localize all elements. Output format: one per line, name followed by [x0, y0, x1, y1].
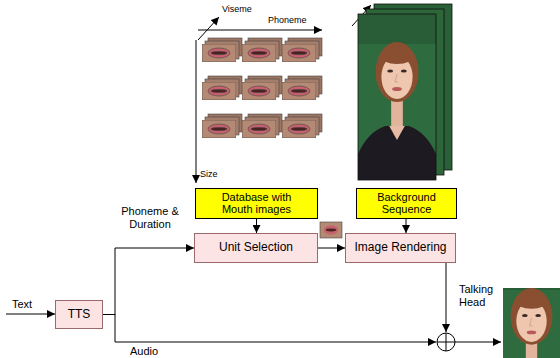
- flow-arrow: [103, 248, 194, 315]
- input-label: Text: [12, 298, 48, 311]
- node-text: Background Sequence: [361, 191, 452, 216]
- signal-wires: [6, 314, 55, 315]
- signal-label: Audio: [130, 345, 174, 358]
- sum-symbol: [437, 333, 455, 351]
- background-frames: [358, 14, 436, 180]
- signal-wires: [115, 314, 436, 342]
- axis-label: Phoneme: [268, 15, 312, 25]
- mouth-image-grid: [198, 30, 322, 31]
- mouth-image-grid: [242, 44, 276, 62]
- process-box: Unit Selection: [194, 233, 318, 263]
- flow-arrow: [318, 248, 345, 249]
- mouth-image-grid: [282, 82, 316, 100]
- background-frames: [352, 4, 452, 180]
- source-box: Background Sequence: [356, 188, 457, 219]
- process-box: Image Rendering: [345, 233, 456, 263]
- flow-arrow: [256, 219, 257, 233]
- sum-symbol: [437, 333, 455, 351]
- mouth-image-grid: [202, 120, 236, 138]
- mouth-image-grid: [196, 17, 322, 183]
- talking-head-image: [494, 262, 560, 358]
- tts-box: TTS: [55, 300, 103, 329]
- selected-mouth-image: [320, 222, 342, 238]
- node-text: TTS: [68, 308, 91, 321]
- node-text: Database with Mouth images: [209, 191, 305, 216]
- mouth-image-grid: [198, 17, 219, 40]
- mouth-image-grid: [196, 40, 197, 183]
- signal-wires: [446, 263, 447, 332]
- mouth-image-grid: [202, 44, 236, 62]
- talking-head-image: [494, 262, 560, 358]
- selected-mouth-image: [320, 222, 342, 238]
- signal-wires: [6, 263, 501, 342]
- selected-mouth-image: [320, 222, 342, 238]
- flow-arrow: [406, 219, 407, 233]
- output-label: Talking Head: [459, 283, 499, 308]
- node-text: Image Rendering: [354, 241, 446, 254]
- mouth-image-grid: [202, 82, 236, 100]
- node-text: Unit Selection: [219, 241, 293, 254]
- mouth-image-grid: [242, 82, 276, 100]
- axis-label: Viseme: [222, 4, 262, 14]
- signal-wires: [455, 342, 501, 343]
- mouth-image-grid: [282, 120, 316, 138]
- background-frames: [358, 14, 436, 180]
- database-box: Database with Mouth images: [195, 188, 318, 219]
- axis-label: Size: [200, 169, 230, 179]
- sum-symbol: [446, 333, 447, 351]
- mouth-image-grid: [242, 120, 276, 138]
- edge-label: Phoneme & Duration: [112, 205, 188, 230]
- mouth-image-grid: [282, 44, 316, 62]
